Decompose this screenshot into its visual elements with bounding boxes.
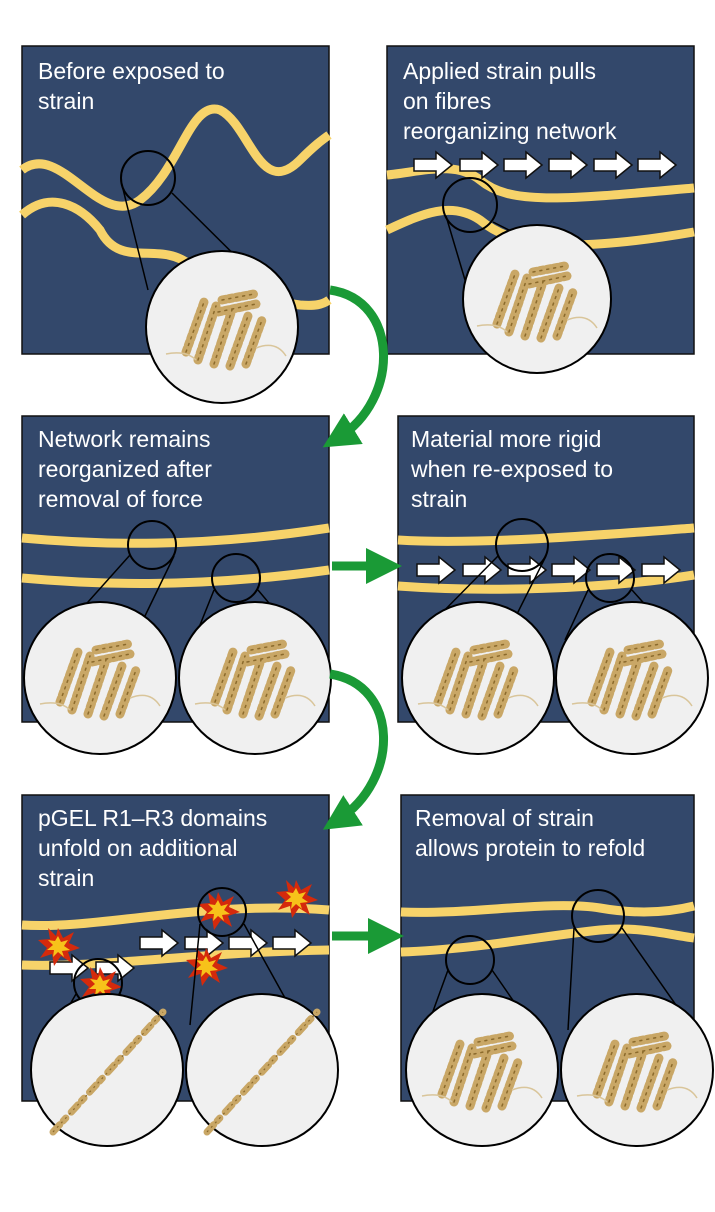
panel-caption: Removal of strain allows protein to refo… [415,805,646,861]
magnifier-ring [585,553,635,603]
strain-arrows [416,555,682,585]
strain-arrow [49,953,90,983]
magnifier-ring [127,520,177,570]
panel-before-strain [19,45,332,404]
panel-caption: pGEL R1–R3 domains unfold on additional … [38,805,268,891]
strain-arrow [548,150,589,180]
strain-arrow [416,555,457,585]
strain-arrow [139,928,180,958]
strain-arrow [593,150,634,180]
flow-arrows [322,285,404,954]
panel-caption: Network remains reorganized after remova… [38,426,212,512]
fibre [19,104,332,211]
magnifier-ring [120,150,176,206]
fibre [385,205,695,250]
strain-arrow [641,555,682,585]
strain-arrow [503,150,544,180]
strain-arrow [596,555,637,585]
panel-protein-refold [400,794,714,1147]
fibre [397,570,695,594]
magnifier-ring [571,889,625,943]
strain-arrows [413,150,678,180]
strain-arrows [49,928,313,983]
strain-arrow [272,928,313,958]
strain-arrow [551,555,592,585]
flow-arrow-curved [322,669,388,830]
strain-arrow [184,928,225,958]
fibre [400,901,696,917]
magnifier-ring [495,518,549,572]
fibre [19,197,332,310]
magnifier-ring [442,177,498,233]
fibre [400,924,695,957]
panel-applied-strain [385,45,695,374]
fibre [397,523,695,546]
panel-caption: Before exposed to strain [38,58,225,114]
strain-arrow [413,150,454,180]
fibre [21,565,330,588]
strain-arrow [637,150,678,180]
panel-domains-unfold [21,794,339,1147]
panel-network-reorganized [21,415,332,755]
panel-caption: Material more rigid when re-exposed to s… [411,426,614,512]
magnifier-ring [211,553,261,603]
strain-arrow [459,150,500,180]
panel-caption: Applied strain pulls on fibres reorganiz… [403,58,617,144]
panel-material-rigid [397,415,709,755]
fibre [21,523,330,548]
magnifier-ring [197,887,247,937]
flow-arrow-curved [322,285,388,448]
magnifier-ring [445,935,495,985]
